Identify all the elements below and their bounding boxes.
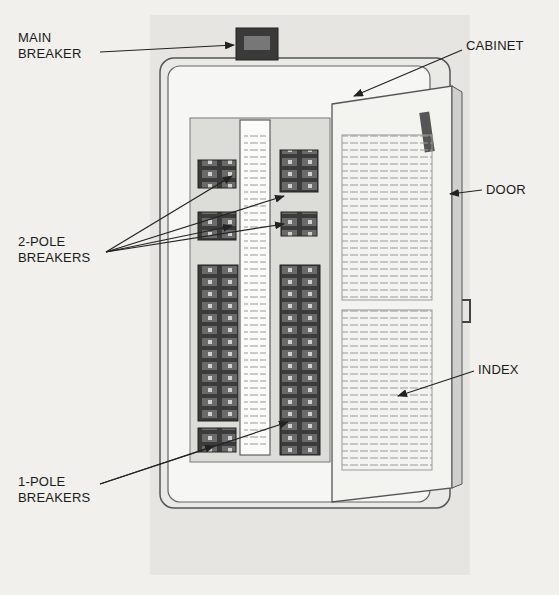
one-pole-breaker — [198, 428, 236, 452]
door-edge — [452, 86, 462, 488]
part-label: CABINET — [466, 38, 546, 54]
part-label: DOOR — [486, 182, 546, 198]
part-label: 1-POLE BREAKERS — [18, 474, 104, 506]
cover-opening — [190, 118, 330, 462]
index-card — [342, 310, 432, 470]
two-pole-breaker — [198, 160, 236, 188]
strip-lines — [244, 130, 266, 445]
leader-lines — [100, 45, 482, 484]
two-pole-breaker — [281, 212, 317, 236]
part-label: INDEX — [478, 362, 548, 378]
door — [332, 86, 452, 502]
main-breaker-handle — [244, 36, 270, 50]
one-pole-breakers — [280, 265, 320, 455]
door-chart — [342, 135, 432, 300]
one-pole-breakers — [198, 265, 238, 421]
part-label: 2-POLE BREAKERS — [18, 234, 104, 266]
door-handle — [462, 300, 470, 322]
part-label: MAIN BREAKER — [18, 30, 100, 62]
circuit-strip — [240, 120, 270, 455]
two-pole-breaker — [280, 150, 318, 192]
main-breaker — [236, 28, 278, 60]
wall — [150, 15, 470, 575]
